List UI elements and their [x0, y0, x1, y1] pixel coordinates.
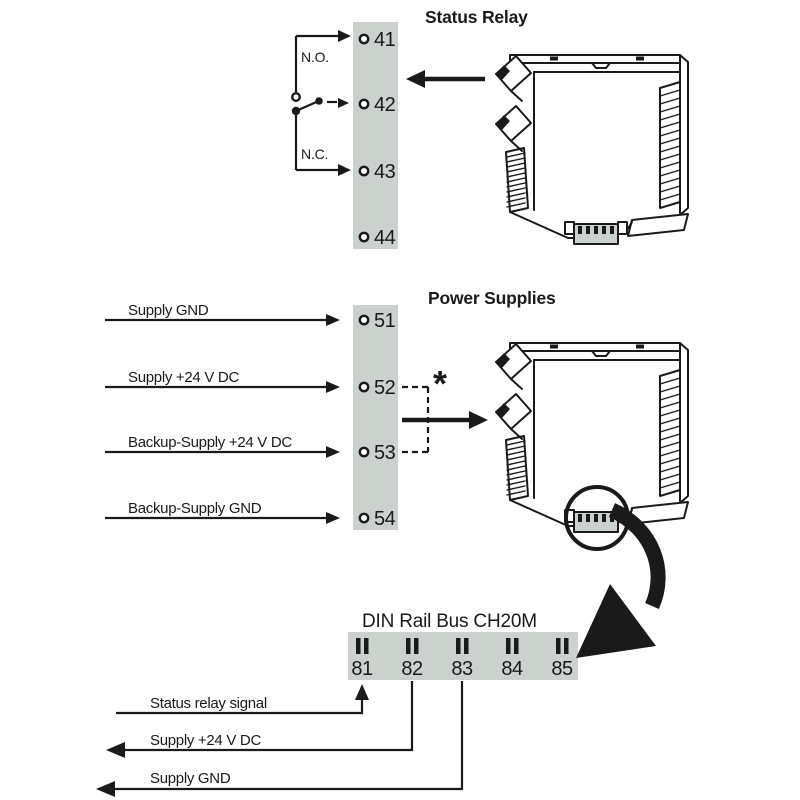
terminal-screw-51: [358, 314, 370, 326]
right-arrow-icon: [326, 314, 340, 326]
terminal-number-51: 51: [374, 310, 396, 332]
right-arrow-icon: [326, 381, 340, 393]
din-rail-bus-section: DIN Rail Bus CH20M 81 82 83 84 85 Status…: [96, 611, 578, 797]
terminal-screw-41: [358, 33, 370, 45]
left-arrow-icon: [96, 781, 115, 797]
curved-arrow-head-icon: [576, 584, 656, 658]
terminal-screw-52: [358, 381, 370, 393]
bus-terminal-85: 85: [551, 658, 573, 680]
terminal-number-43: 43: [374, 161, 396, 183]
left-arrow-icon: [406, 70, 425, 88]
status-relay-title: Status Relay: [425, 7, 528, 27]
terminal-screw-54: [358, 512, 370, 524]
right-arrow-icon: [326, 446, 340, 458]
relay-contact-schematic: N.O. N.C.: [291, 30, 351, 176]
terminal-screw-44: [358, 231, 370, 243]
terminal-number-41: 41: [374, 29, 396, 51]
terminal-number-42: 42: [374, 94, 396, 116]
bus-supply-gnd-line: [114, 681, 464, 791]
no-contact-point: [291, 91, 302, 102]
backup-supply-24v-label: Backup-Supply +24 V DC: [128, 434, 292, 451]
up-arrow-icon: [355, 684, 369, 700]
terminal-block-41-44: [353, 22, 398, 249]
left-arrow-icon: [106, 742, 125, 758]
status-relay-section: Status Relay 41 42 43 44 N.O. N.C.: [291, 7, 689, 249]
terminal-screw-53: [358, 446, 370, 458]
terminal-number-53: 53: [374, 442, 396, 464]
bus-contact-icons: [356, 638, 569, 654]
terminal-number-54: 54: [374, 508, 396, 530]
connector-zoom-callout: [564, 485, 666, 658]
power-supplies-section: Power Supplies 51 52 53 54 Supply GND Su…: [105, 288, 689, 533]
supply-gnd-label: Supply GND: [128, 302, 209, 319]
terminal-number-44: 44: [374, 227, 396, 249]
status-relay-signal-line: [116, 699, 364, 715]
arrow-to-41-icon: [338, 30, 351, 42]
bus-terminal-81: 81: [351, 658, 373, 680]
terminal-block-51-54: [353, 305, 398, 530]
bus-strip-81-85: [348, 632, 578, 680]
bus-terminal-84: 84: [501, 658, 523, 680]
status-relay-signal-label: Status relay signal: [150, 695, 267, 712]
curved-arrow-body: [608, 503, 666, 610]
power-supplies-module: [495, 342, 689, 533]
supply-24v-label: Supply +24 V DC: [128, 369, 239, 386]
bus-supply-gnd-label: Supply GND: [150, 770, 231, 787]
din-rail-bus-title: DIN Rail Bus CH20M: [362, 611, 537, 632]
terminal-number-52: 52: [374, 377, 396, 399]
right-arrow-icon: [469, 411, 488, 429]
status-relay-module: [495, 54, 689, 245]
right-arrow-icon: [326, 512, 340, 524]
relay-nc-label: N.C.: [301, 146, 328, 162]
bus-terminal-82: 82: [401, 658, 423, 680]
bus-supply-24v-line: [124, 681, 414, 752]
terminal-screw-42: [358, 98, 370, 110]
arrow-to-43-icon: [338, 164, 351, 176]
terminal-screw-43: [358, 165, 370, 177]
lever-end-point: [315, 97, 323, 105]
arrow-to-42-icon: [338, 98, 349, 108]
backup-supply-gnd-label: Backup-Supply GND: [128, 500, 262, 517]
bus-terminal-83: 83: [451, 658, 473, 680]
relay-no-label: N.O.: [301, 49, 329, 65]
power-supplies-title: Power Supplies: [428, 288, 556, 308]
bus-supply-24v-label: Supply +24 V DC: [150, 732, 261, 749]
asterisk-note-marker: *: [433, 363, 447, 404]
